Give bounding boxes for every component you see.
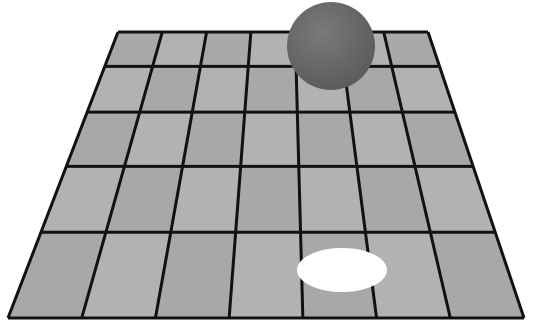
- light-spot: [297, 248, 387, 292]
- floor-tile: [229, 232, 303, 318]
- floor-tile: [241, 112, 299, 166]
- sphere: [287, 2, 375, 90]
- floor-tile: [299, 166, 366, 232]
